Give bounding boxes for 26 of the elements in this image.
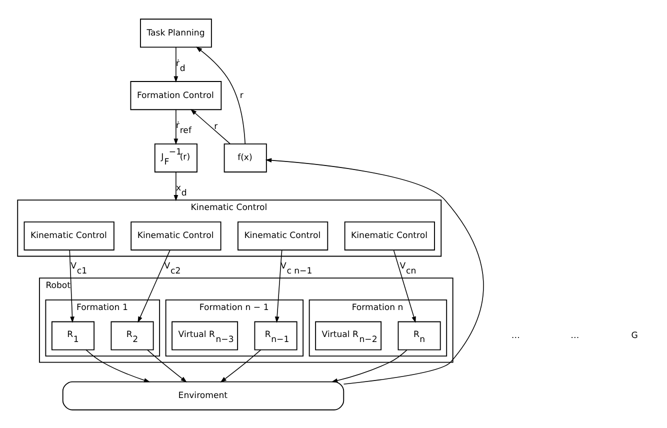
label: G [631,330,638,340]
arrow [196,46,246,144]
arrow [265,158,484,384]
arrow [147,349,187,382]
arrow [138,249,170,322]
node-box: Kinematic Control [344,220,435,250]
arrow [393,249,416,322]
arrow [190,108,230,144]
node-box: f(x) [224,142,267,172]
arrow [274,249,282,322]
arrow [174,46,178,82]
arrow [331,349,408,382]
node-box: Task Planning [140,18,212,48]
arrow [69,249,74,322]
node-box: Kinematic Control [130,220,222,250]
node-box: Enviroment [62,380,344,410]
edge-label: r [240,90,244,100]
label: … [511,330,520,340]
arrow [174,108,178,144]
node-box: Kinematic Control [237,220,328,250]
node-box: Formation Control [130,80,222,110]
arrow [220,348,262,382]
edge-label: r [214,121,218,132]
label: … [570,330,580,340]
arrow [86,348,150,382]
node-box: Kinematic Control [24,220,114,250]
